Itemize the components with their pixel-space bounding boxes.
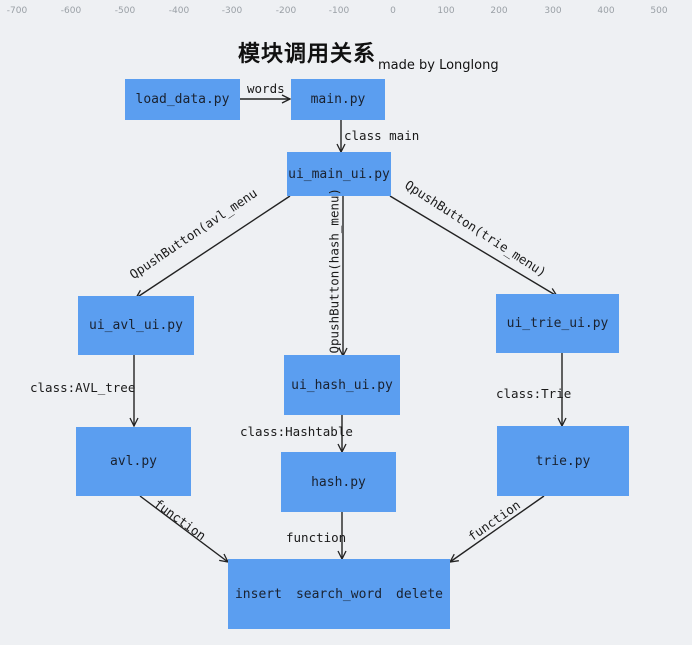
diagram-author: made by Longlong (378, 58, 499, 73)
edge-avl-to-ops (139, 495, 228, 562)
edge-uimain-to-uitrie (389, 195, 557, 296)
edge-label-function-mid: function (286, 530, 347, 545)
ruler-tick: 500 (650, 6, 668, 16)
top-ruler: -700 -600 -500 -400 -300 -200 -100 0 100… (0, 0, 692, 22)
node-main: main.py (291, 79, 385, 120)
node-hash-label: hash.py (311, 474, 366, 490)
node-main-label: main.py (310, 92, 366, 107)
edge-label-hash-menu: QpushButton(hash_menu) (326, 187, 342, 354)
edge-label-class-main: class main (344, 128, 420, 143)
ruler-tick: 300 (544, 6, 562, 16)
ruler-tick: -600 (60, 6, 82, 16)
node-ui-hash-label: ui_hash_ui.py (291, 377, 393, 393)
node-avl: avl.py (76, 427, 191, 496)
node-trie-label: trie.py (535, 453, 591, 469)
ruler-tick: -100 (328, 6, 350, 16)
ruler-tick: -200 (275, 6, 297, 16)
edge-label-class-trie: class:Trie (496, 386, 572, 401)
op-delete: delete (396, 586, 444, 602)
op-insert: insert (234, 586, 282, 602)
ruler-tick: -500 (114, 6, 136, 16)
node-load-data: load_data.py (125, 79, 240, 120)
node-ui-trie-label: ui_trie_ui.py (506, 316, 609, 331)
node-ui-avl-label: ui_avl_ui.py (89, 318, 183, 333)
edge-uimain-to-uiavl (136, 195, 291, 298)
node-operations: insert search_word delete (228, 559, 450, 629)
node-ui-avl: ui_avl_ui.py (78, 296, 194, 355)
op-search-word: search_word (295, 586, 383, 602)
node-trie: trie.py (497, 426, 629, 496)
ruler-tick: 0 (390, 6, 396, 16)
edge-trie-to-ops (450, 495, 545, 562)
diagram-title: 模块调用关系 (238, 42, 377, 67)
edge-label-class-avl: class:AVL_tree (30, 380, 136, 395)
ruler-tick: -400 (168, 6, 190, 16)
edge-label-words: words (247, 81, 285, 96)
edge-label-class-hash: class:Hashtable (240, 424, 353, 439)
ruler-tick: 200 (490, 6, 508, 16)
ruler-tick: 400 (597, 6, 615, 16)
node-ui-hash: ui_hash_ui.py (284, 355, 400, 415)
node-ui-trie: ui_trie_ui.py (496, 294, 619, 353)
ruler-tick: -700 (6, 6, 28, 16)
ruler-tick: -300 (221, 6, 243, 16)
ruler-tick: 100 (437, 6, 455, 16)
node-avl-label: avl.py (110, 454, 157, 469)
node-load-data-label: load_data.py (135, 92, 230, 107)
node-hash: hash.py (281, 452, 396, 512)
node-ui-main: ui_main_ui.py (287, 152, 391, 196)
node-ui-main-label: ui_main_ui.py (288, 166, 390, 182)
